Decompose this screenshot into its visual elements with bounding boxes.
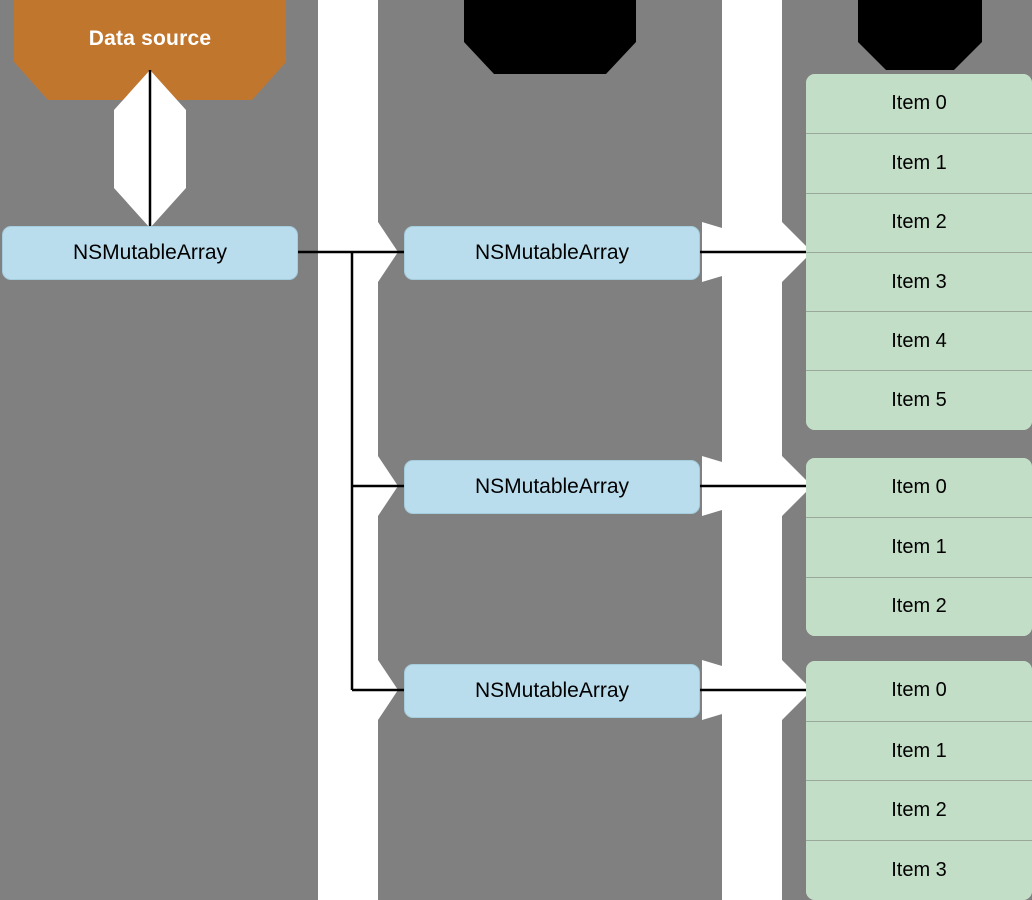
list-item[interactable]: Item 3: [806, 251, 1032, 312]
list-item[interactable]: Item 1: [806, 517, 1032, 577]
item-label: Item 1: [891, 151, 947, 174]
list-item[interactable]: Item 2: [806, 576, 1032, 636]
section-array-box-3[interactable]: NSMutableArray: [404, 664, 700, 718]
list-item[interactable]: Item 0: [806, 74, 1032, 134]
sections-header-label: Sections: [490, 30, 580, 53]
item-label: Item 1: [891, 739, 947, 762]
separator-band-left: [318, 0, 398, 900]
item-label: Item 2: [891, 595, 947, 618]
list-item[interactable]: Item 0: [806, 661, 1032, 721]
list-item[interactable]: Item 2: [806, 780, 1032, 841]
list-item[interactable]: Item 5: [806, 370, 1032, 430]
list-item[interactable]: Item 2: [806, 192, 1032, 252]
list-item[interactable]: Item 1: [806, 720, 1032, 781]
item-group-1: Item 0 Item 1 Item 2 Item 3 Item 4 Item …: [806, 74, 1032, 430]
items-header-label: Items: [891, 30, 947, 53]
section-array-box-2[interactable]: NSMutableArray: [404, 460, 700, 514]
item-label: Item 0: [891, 679, 947, 702]
item-label: Item 4: [891, 329, 947, 352]
items-header-shape: [858, 0, 982, 70]
section-array-label-2: NSMutableArray: [474, 475, 630, 498]
list-item[interactable]: Item 1: [806, 133, 1032, 193]
item-label: Item 0: [891, 92, 947, 115]
list-item[interactable]: Item 0: [806, 458, 1032, 518]
list-item[interactable]: Item 3: [806, 840, 1032, 900]
data-source-header-label: Data source: [88, 27, 212, 50]
list-item[interactable]: Item 4: [806, 311, 1032, 371]
item-label: Item 2: [891, 211, 947, 234]
separator-band-right: [722, 0, 802, 900]
sections-header-shape: [464, 0, 636, 74]
item-group-2: Item 0 Item 1 Item 2: [806, 458, 1032, 636]
item-label: Item 3: [891, 858, 947, 881]
root-array-label: NSMutableArray: [72, 241, 228, 264]
section-array-label-1: NSMutableArray: [474, 241, 630, 264]
item-label: Item 0: [891, 476, 947, 499]
section-array-label-3: NSMutableArray: [474, 679, 630, 702]
item-label: Item 2: [891, 799, 947, 822]
section-array-box-1[interactable]: NSMutableArray: [404, 226, 700, 280]
item-label: Item 3: [891, 270, 947, 293]
item-group-3: Item 0 Item 1 Item 2 Item 3: [806, 661, 1032, 900]
root-array-box[interactable]: NSMutableArray: [2, 226, 298, 280]
item-label: Item 5: [891, 389, 947, 412]
item-label: Item 1: [891, 535, 947, 558]
data-source-header-shape: [14, 0, 286, 100]
